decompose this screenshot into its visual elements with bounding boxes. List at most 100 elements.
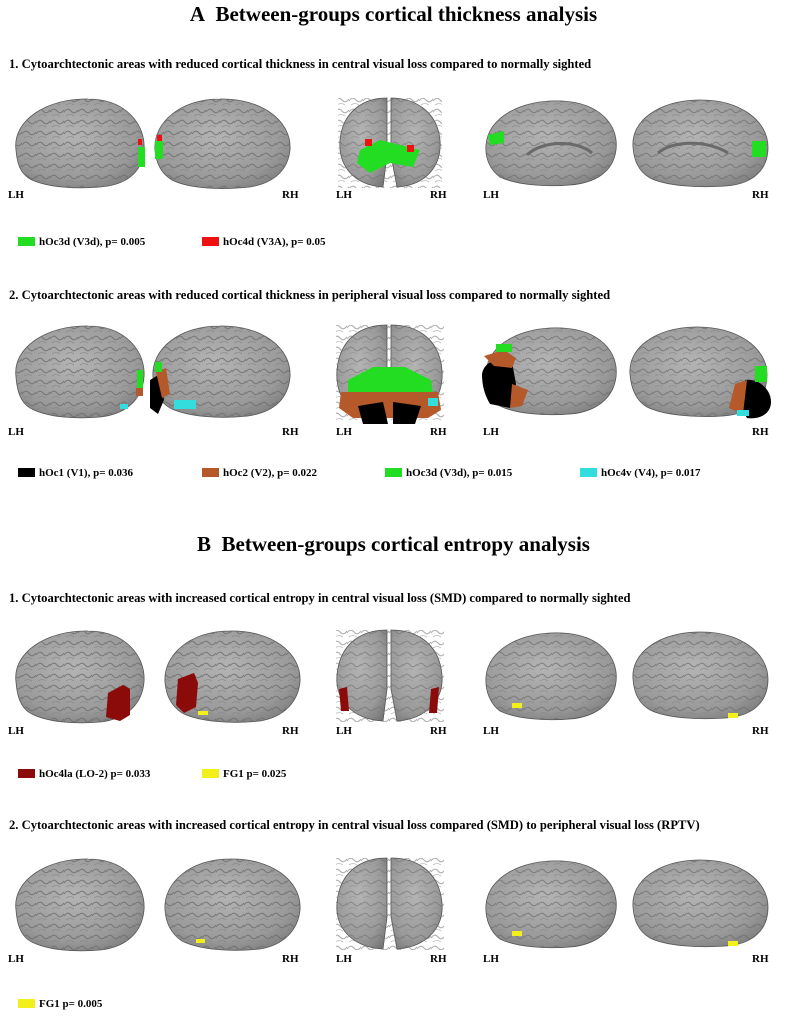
region-fg1 [512,931,522,936]
region-hoc4la [339,687,349,711]
label-rh: RH [752,953,769,965]
region-hoc3d [155,362,162,372]
region-hoc3d [138,147,145,167]
brain-lh-lateral [15,858,145,952]
panel-a2-brains: LH RH LH RH LH RH [0,322,787,438]
legend-item: FG1 p= 0.005 [18,998,102,1010]
label-rh: RH [430,426,447,438]
legend-swatch [18,999,35,1008]
region-hoc2 [339,392,441,418]
panel-a2-title: 2. Cytoarchtectonic areas with reduced c… [9,288,611,302]
section-a-title: A Between-groups cortical thickness anal… [0,2,787,27]
region-hoc4v [120,404,128,409]
section-b-letter: B [197,532,212,556]
region-hoc2 [484,350,516,368]
brain-rh-lateral [164,858,301,951]
region-hoc4d [138,139,142,145]
section-b-title-text: Between-groups cortical entropy analysis [221,532,590,556]
brain-lh-lateral [15,630,145,724]
brain-posterior [336,857,444,950]
region-fg1 [512,703,522,708]
panel-b1-title: 1. Cytoarchtectonic areas with increased… [9,591,631,605]
brain-posterior [336,324,444,424]
label-lh: LH [483,725,499,737]
label-rh: RH [282,426,299,438]
region-fg1 [198,711,208,715]
legend-swatch [18,468,35,477]
region-hoc2 [729,380,747,414]
region-hoc2 [156,368,170,398]
brain-lh-lateral [15,98,145,189]
legend-item: hOc4d (V3A), p= 0.05 [202,236,326,248]
legend-swatch [385,468,402,477]
region-hoc4d [407,145,414,152]
region-hoc3d [752,141,766,157]
label-rh: RH [752,426,769,438]
region-hoc4la [429,687,439,713]
brain-rh-lateral [164,630,301,723]
panel-b2-brains: LH RH LH RH LH RH [0,855,787,965]
label-lh: LH [483,426,499,438]
region-hoc2 [510,384,528,408]
label-lh: LH [336,725,352,737]
legend-item: FG1 p= 0.025 [202,768,286,780]
label-lh: LH [8,953,24,965]
label-lh: LH [8,725,24,737]
region-fg1 [196,939,205,943]
section-b-title: B Between-groups cortical entropy analys… [0,532,787,557]
region-hoc1 [482,360,516,408]
brain-lh-lateral [15,325,145,419]
legend-item: hOc3d (V3d), p= 0.005 [18,236,145,248]
label-rh: RH [430,189,447,201]
label-rh: RH [752,189,769,201]
region-hoc3d [348,367,433,394]
legend-swatch [580,468,597,477]
brain-lh-medial [482,327,617,416]
legend-item: hOc1 (V1), p= 0.036 [18,467,133,479]
label-rh: RH [430,953,447,965]
label-lh: LH [336,189,352,201]
legend-swatch [18,237,35,246]
label-rh: RH [752,725,769,737]
legend-swatch [202,769,219,778]
legend-item: hOc2 (V2), p= 0.022 [202,467,317,479]
label-rh: RH [430,725,447,737]
region-hoc3d [755,366,767,382]
brain-lh-medial [485,860,617,949]
region-hoc4d [365,139,372,146]
region-hoc4v [428,398,438,406]
region-fg1 [728,713,738,718]
brain-posterior [336,629,444,722]
region-hoc4v [174,400,196,409]
region-hoc2 [136,388,143,396]
region-hoc1 [393,402,421,424]
brain-rh-lateral [150,325,291,418]
label-lh: LH [8,189,24,201]
brain-rh-medial [629,326,771,419]
region-hoc3d [137,370,143,390]
label-rh: RH [282,953,299,965]
brain-rh-medial [632,631,769,720]
panel-b2-title: 2. Cytoarchtectonic areas with increased… [9,818,700,832]
section-a-title-text: Between-groups cortical thickness analys… [215,2,598,26]
region-hoc4la [176,673,198,713]
legend-swatch [202,237,219,246]
label-rh: RH [282,189,299,201]
region-hoc4v [737,410,749,416]
brain-lh-medial [485,632,617,721]
region-hoc3d [357,140,420,173]
brain-lh-medial [485,100,617,187]
legend-swatch [18,769,35,778]
section-a-letter: A [189,2,205,26]
legend-swatch [202,468,219,477]
region-hoc3d [155,141,163,159]
label-lh: LH [336,426,352,438]
panel-a1-brains: LH RH LH RH LH RH [0,95,787,205]
label-lh: LH [336,953,352,965]
label-rh: RH [282,725,299,737]
legend-item: hOc4v (V4), p= 0.017 [580,467,700,479]
legend-item: hOc3d (V3d), p= 0.015 [385,467,512,479]
brain-rh-medial [632,859,769,948]
region-hoc4la [106,685,130,721]
label-lh: LH [483,189,499,201]
